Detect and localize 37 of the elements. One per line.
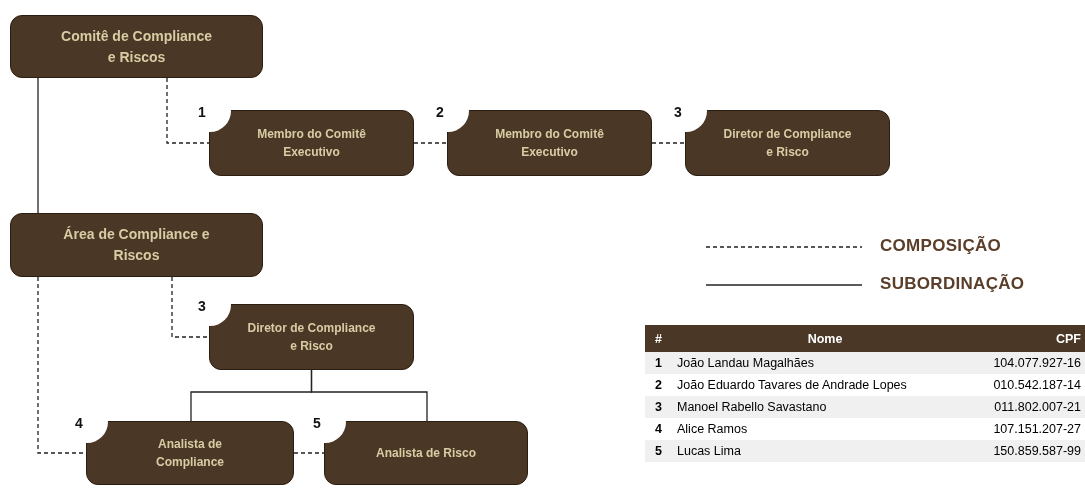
role-title: Diretor de Compliance e Risco <box>722 126 853 161</box>
name-cell: Lucas Lima <box>673 440 977 462</box>
row-number: 5 <box>645 440 673 462</box>
cpf-cell: 011.802.007-21 <box>977 396 1085 418</box>
row-number: 2 <box>645 374 673 396</box>
legend-label: COMPOSIÇÃO <box>880 236 1002 256</box>
column-header: Nome <box>673 325 977 352</box>
name-cell: Manoel Rabello Savastano <box>673 396 977 418</box>
connector <box>37 77 39 214</box>
column-header: # <box>645 325 673 352</box>
cpf-cell: 150.859.587-99 <box>977 440 1085 462</box>
role-box <box>10 213 263 277</box>
role-title: Diretor de Compliance e Risco <box>246 320 377 355</box>
row-number: 4 <box>645 418 673 440</box>
column-header: CPF <box>977 325 1085 352</box>
legend-label: SUBORDINAÇÃO <box>880 274 1025 294</box>
dashed-connector <box>171 276 210 338</box>
cpf-cell: 104.077.927-16 <box>977 352 1085 374</box>
role-title: Membro do Comitê Executivo <box>256 126 367 161</box>
role-title: Membro do Comitê Executivo <box>494 126 605 161</box>
row-number: 3 <box>645 396 673 418</box>
cpf-cell: 010.542.187-14 <box>977 374 1085 396</box>
connector <box>310 369 428 422</box>
role-title: Área de Compliance e Riscos <box>62 225 211 265</box>
cpf-cell: 107.151.207-27 <box>977 418 1085 440</box>
dashed-connector <box>166 77 210 144</box>
row-number: 1 <box>645 352 673 374</box>
dashed-connector <box>413 142 448 144</box>
role-box <box>10 15 263 78</box>
role-title: Comitê de Compliance e Riscos <box>60 26 213 67</box>
name-cell: João Landau Magalhães <box>673 352 977 374</box>
name-cell: Alice Ramos <box>673 418 977 440</box>
dashed-connector <box>651 142 686 144</box>
role-title: Analista de Compliance <box>155 436 225 471</box>
role-title: Analista de Risco <box>375 445 477 462</box>
dashed-connector <box>293 452 325 454</box>
name-cell: João Eduardo Tavares de Andrade Lopes <box>673 374 977 396</box>
